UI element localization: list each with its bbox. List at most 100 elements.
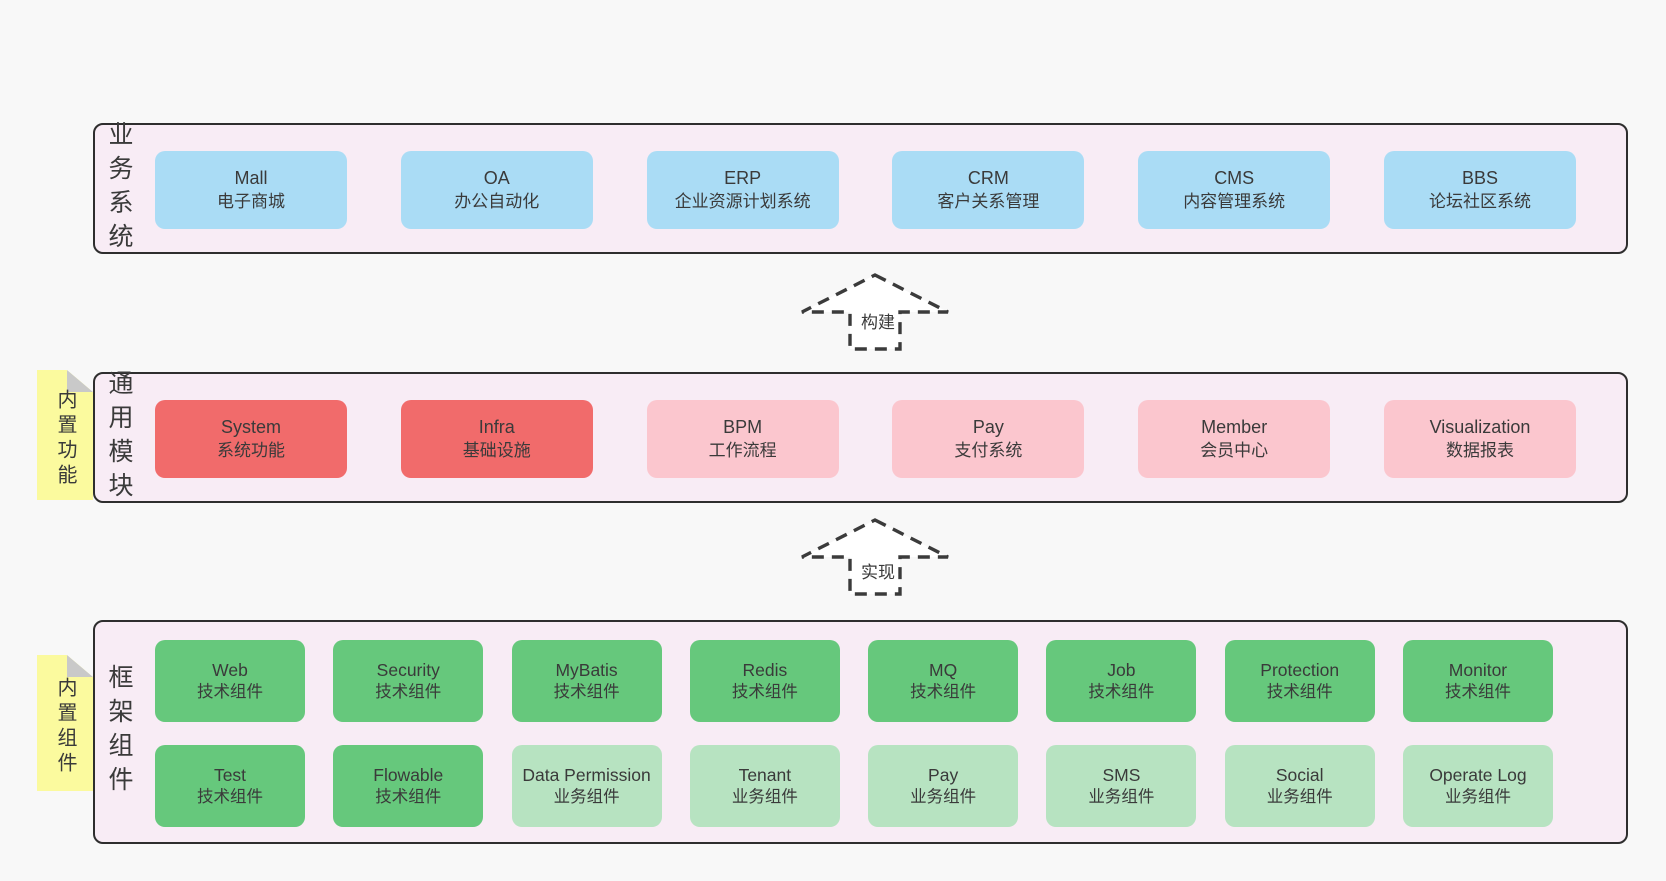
node-title: BBS (1461, 167, 1498, 188)
node-subtitle: 会员中心 (1200, 440, 1269, 460)
node-subtitle: 业务组件 (731, 787, 798, 806)
folded-corner-icon (67, 655, 93, 677)
node-oa: OA 办公自动化 (400, 151, 593, 229)
node-title: Infra (478, 416, 515, 437)
node-title: OA (483, 167, 510, 188)
node-visualization: Visualization 数据报表 (1383, 400, 1576, 478)
node-subtitle: 业务组件 (1444, 787, 1511, 806)
node-security: Security 技术组件 (333, 640, 484, 722)
node-cms: CMS 内容管理系统 (1138, 151, 1331, 229)
node-title: CMS (1214, 167, 1255, 188)
node-subtitle: 业务组件 (910, 787, 977, 806)
node-bbs: BBS 论坛社区系统 (1383, 151, 1576, 229)
node-title: MyBatis (555, 659, 618, 680)
sticky-note-built-in-features: 内置功能 (37, 370, 93, 500)
node-title: Mall (234, 167, 268, 188)
node-subtitle: 支付系统 (954, 440, 1023, 460)
node-title: System (220, 416, 281, 437)
framework-components-row-1: Web 技术组件 Security 技术组件 MyBatis 技术组件 Redi… (155, 640, 1553, 722)
node-protection: Protection 技术组件 (1224, 640, 1375, 722)
node-subtitle: 技术组件 (1088, 682, 1155, 701)
node-redis: Redis 技术组件 (689, 640, 840, 722)
node-title: BPM (723, 416, 763, 437)
node-subtitle: 技术组件 (553, 682, 620, 701)
node-title: ERP (724, 167, 762, 188)
node-subtitle: 工作流程 (708, 440, 777, 460)
node-subtitle: 电子商城 (217, 191, 285, 211)
node-title: Tenant (738, 764, 792, 785)
node-operate-log: Operate Log 业务组件 (1402, 745, 1553, 827)
sticky-note-label: 内置功能 (54, 389, 76, 489)
node-mq: MQ 技术组件 (868, 640, 1019, 722)
node-title: Social (1275, 764, 1324, 785)
node-subtitle: 技术组件 (375, 787, 442, 806)
node-infra: Infra 基础设施 (400, 400, 593, 478)
framework-components-row-2: Test 技术组件 Flowable 技术组件 Data Permission … (155, 745, 1553, 827)
band-label-common-modules: 通用模块 (105, 369, 133, 506)
node-title: Pay (972, 416, 1004, 437)
node-title: Operate Log (1429, 764, 1527, 785)
node-title: Test (213, 764, 247, 785)
node-web: Web 技术组件 (155, 640, 305, 722)
sticky-note-label: 内置组件 (54, 677, 76, 777)
node-title: Monitor (1448, 659, 1508, 680)
node-subtitle: 客户关系管理 (937, 191, 1040, 211)
node-title: Protection (1260, 659, 1340, 680)
node-monitor: Monitor 技术组件 (1402, 640, 1553, 722)
node-title: MQ (929, 659, 958, 680)
node-title: Web (212, 659, 248, 680)
node-system: System 系统功能 (155, 400, 347, 478)
node-title: Pay (928, 764, 959, 785)
node-title: SMS (1102, 764, 1141, 785)
node-subtitle: 业务组件 (1088, 787, 1155, 806)
node-title: Security (376, 659, 440, 680)
node-title: Visualization (1429, 416, 1531, 437)
band-label-framework-components: 框架组件 (105, 664, 133, 800)
band-framework-components: 框架组件 Web 技术组件 Security 技术组件 MyBatis 技术组件… (93, 620, 1628, 844)
node-subtitle: 技术组件 (731, 682, 798, 701)
node-social: Social 业务组件 (1224, 745, 1375, 827)
node-job: Job 技术组件 (1046, 640, 1197, 722)
node-title: CRM (967, 167, 1009, 188)
common-modules-row: System 系统功能 Infra 基础设施 BPM 工作流程 Pay 支付系统… (155, 400, 1576, 478)
implement-arrow-label: 实现 (858, 562, 898, 583)
node-subtitle: 内容管理系统 (1183, 191, 1286, 211)
node-subtitle: 企业资源计划系统 (674, 191, 811, 211)
band-business-systems: 业务系统 Mall 电子商城 OA 办公自动化 ERP 企业资源计划系统 CRM… (93, 121, 1628, 257)
node-subtitle: 业务组件 (1266, 787, 1333, 806)
node-subtitle: 办公自动化 (454, 191, 540, 211)
node-mall: Mall 电子商城 (155, 151, 347, 229)
node-crm: CRM 客户关系管理 (892, 151, 1085, 229)
node-title: Flowable (373, 764, 444, 785)
node-subtitle: 技术组件 (1444, 682, 1511, 701)
band-common-modules: 通用模块 System 系统功能 Infra 基础设施 BPM 工作流程 Pay… (93, 369, 1628, 506)
node-data-permission: Data Permission 业务组件 (511, 745, 662, 827)
node-subtitle: 技术组件 (375, 682, 442, 701)
node-test: Test 技术组件 (155, 745, 305, 827)
node-erp: ERP 企业资源计划系统 (646, 151, 839, 229)
node-member: Member 会员中心 (1138, 400, 1331, 478)
node-subtitle: 技术组件 (1266, 682, 1333, 701)
node-subtitle: 技术组件 (197, 682, 263, 701)
node-subtitle: 数据报表 (1445, 440, 1514, 460)
node-subtitle: 技术组件 (910, 682, 977, 701)
node-subtitle: 业务组件 (553, 787, 620, 806)
node-subtitle: 技术组件 (197, 787, 263, 806)
implement-up-arrow-icon (801, 518, 949, 596)
build-arrow-label: 构建 (858, 312, 898, 333)
node-mybatis: MyBatis 技术组件 (511, 640, 662, 722)
node-title: Data Permission (522, 764, 651, 785)
node-title: Job (1107, 659, 1136, 680)
node-subtitle: 论坛社区系统 (1428, 191, 1531, 211)
node-subtitle: 基础设施 (462, 440, 531, 460)
node-title: Redis (742, 659, 788, 680)
node-bpm: BPM 工作流程 (646, 400, 839, 478)
node-subtitle: 系统功能 (217, 440, 285, 460)
node-flowable: Flowable 技术组件 (333, 745, 484, 827)
node-pay: Pay 支付系统 (892, 400, 1085, 478)
node-tenant: Tenant 业务组件 (689, 745, 840, 827)
node-sms: SMS 业务组件 (1046, 745, 1197, 827)
business-systems-row: Mall 电子商城 OA 办公自动化 ERP 企业资源计划系统 CRM 客户关系… (155, 151, 1576, 229)
node-title: Member (1201, 416, 1268, 437)
